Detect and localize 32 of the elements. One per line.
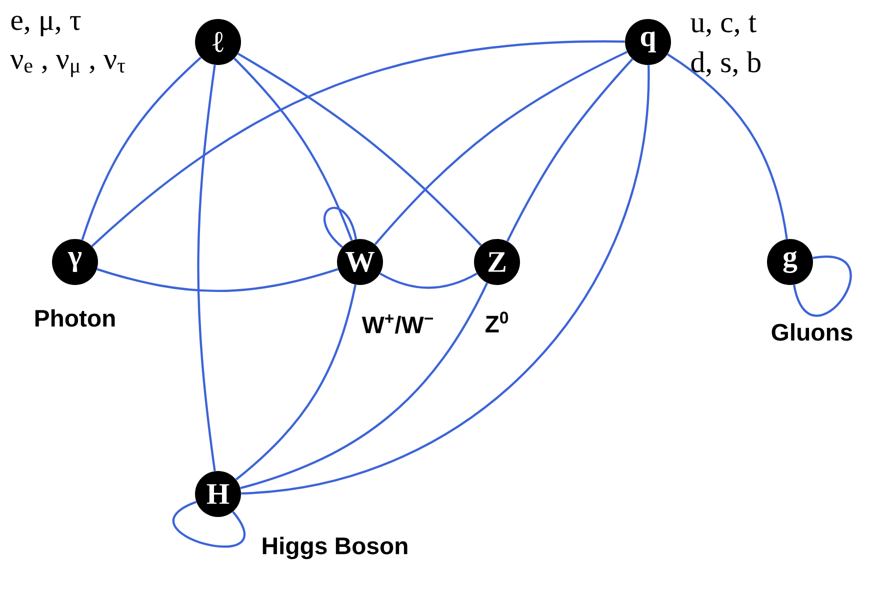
interaction-line <box>234 58 353 241</box>
interaction-line <box>374 50 628 246</box>
self-interaction-loop <box>792 256 852 317</box>
particle-node: ℓ <box>195 19 241 65</box>
interaction-line <box>81 56 202 240</box>
particle-node: Z <box>474 239 520 285</box>
particle-label: W$^{+}$/W$^{−}$ <box>362 314 433 334</box>
particle-label: d, s, b <box>691 51 760 77</box>
interaction-line <box>241 65 650 495</box>
interaction-line <box>197 64 216 472</box>
self-interaction-loop <box>172 500 246 548</box>
interaction-line <box>91 40 625 247</box>
interaction-line <box>240 282 488 490</box>
interaction-line <box>96 268 338 292</box>
self-interaction-loop <box>324 206 358 248</box>
particle-label: e, μ, τ <box>11 16 81 36</box>
particle-label: Gluons <box>772 323 852 341</box>
particle-label: Z$^{0}$ <box>486 312 508 332</box>
particle-label: ν$_{e}$ , ν$_{μ}$ , ν$_{τ}$ <box>10 55 126 77</box>
particle-label: Higgs Boson <box>262 536 408 560</box>
particle-label: Photon <box>35 309 115 327</box>
interaction-line <box>380 272 478 289</box>
particle-node: W <box>337 239 383 285</box>
particle-label: u, c, t <box>690 15 756 37</box>
interaction-line <box>506 58 634 242</box>
interaction-line <box>667 53 788 240</box>
particle-node: γ <box>52 239 98 285</box>
particle-node: q <box>625 19 671 65</box>
interaction-line <box>235 284 356 480</box>
particle-node: H <box>195 471 241 517</box>
particle-node: g <box>767 239 813 285</box>
interaction-line <box>237 52 482 246</box>
